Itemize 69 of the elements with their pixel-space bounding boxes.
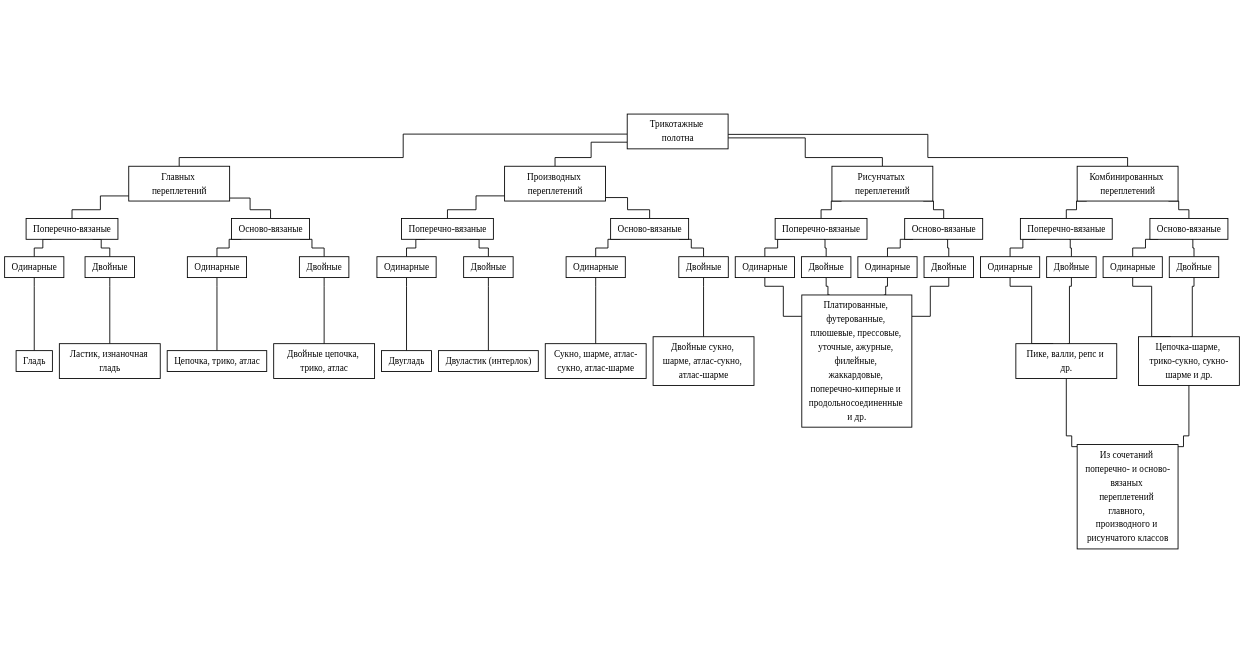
connector [911,277,950,317]
node-box [1046,256,1097,278]
connector [1177,385,1190,448]
node-box [15,350,53,372]
node-box [626,113,729,150]
connector [554,141,628,167]
node-box [1168,256,1220,278]
node-box [1102,256,1163,278]
node-box [504,165,606,202]
node-box [980,256,1041,278]
node-box [58,343,161,379]
connector [178,133,628,167]
node-box [857,256,918,278]
node-box [4,256,65,278]
node-box [1076,444,1179,550]
connector [71,195,130,219]
node-box [734,256,795,278]
connector [33,277,35,352]
node-box [801,294,913,428]
node-box [438,350,539,372]
connector [727,137,883,167]
node-box [904,218,984,240]
connector [487,277,489,352]
node-box [1019,218,1113,240]
node-box [401,218,494,240]
connector [727,133,1129,167]
node-box [831,165,934,202]
connector [605,197,651,219]
connector [595,277,597,345]
node-box [463,256,514,278]
node-box [1149,218,1229,240]
connector [703,277,704,338]
node-box [652,336,755,386]
connector [946,238,950,258]
node-box [84,256,135,278]
node-box [166,350,268,372]
connector [1190,277,1195,338]
node-box [610,218,690,240]
connector [1065,378,1078,448]
node-box [381,350,432,372]
connector [1068,238,1072,258]
node-box [298,256,350,278]
connector [216,277,218,352]
node-box [774,218,868,240]
node-box [231,218,310,240]
connector [825,277,831,296]
node-box [565,256,626,278]
node-box [1138,336,1240,386]
node-box [801,256,852,278]
connector [229,197,271,219]
connector [823,238,827,258]
node-box [678,256,729,278]
connector [447,195,506,219]
node-box [376,256,437,278]
node-box [128,165,231,202]
connector [1067,277,1072,345]
node-box [273,343,375,379]
node-box [25,218,119,240]
connector [109,277,111,345]
connector [883,277,888,296]
connector [764,277,803,317]
connector [1191,238,1195,258]
node-box [923,256,974,278]
node-box [1015,343,1118,379]
node-box [1076,165,1179,202]
node-box [186,256,247,278]
node-box [544,343,647,379]
connector [406,277,407,352]
connector [323,277,325,345]
